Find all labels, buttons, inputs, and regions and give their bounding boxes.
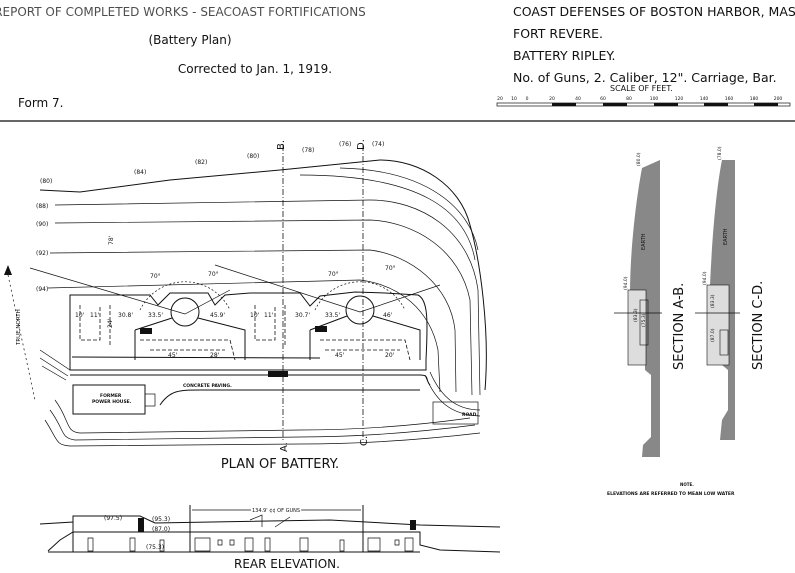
scale-tick-label: 20 bbox=[497, 96, 503, 102]
subtitle: (Battery Plan) bbox=[148, 33, 231, 47]
svg-text:70°: 70° bbox=[208, 271, 219, 278]
battery-structure bbox=[29, 264, 479, 425]
svg-text:70°: 70° bbox=[385, 265, 396, 272]
dimension-labels: 70° 70° 70° 70° 10' 11' 30.8' 33.5' 45.9… bbox=[75, 235, 396, 359]
north-arrow: TRUE NORTH bbox=[4, 265, 36, 401]
rear-elevation-title: REAR ELEVATION. bbox=[234, 557, 340, 571]
svg-text:10': 10' bbox=[75, 312, 85, 319]
svg-text:(83.3): (83.3) bbox=[710, 294, 716, 308]
svg-text:30.7': 30.7' bbox=[295, 312, 310, 319]
svg-text:(92): (92) bbox=[36, 250, 48, 257]
section-a-b: (80.0) (94.0) (83.3) (75.3) EARTH SECTIO… bbox=[614, 152, 687, 457]
section-c-d-title: SECTION C-D. bbox=[751, 281, 766, 370]
note-title: NOTE. bbox=[680, 482, 694, 487]
svg-text:(82): (82) bbox=[195, 159, 207, 166]
scale-tick-label: 20 bbox=[549, 96, 555, 102]
svg-text:11': 11' bbox=[264, 312, 274, 319]
svg-text:(75.3): (75.3) bbox=[146, 544, 164, 551]
scale-tick-label: 60 bbox=[600, 96, 606, 102]
guns-spacing: 134.9' ¢¢ OF GUNS bbox=[252, 508, 300, 514]
svg-text:(84): (84) bbox=[134, 169, 146, 176]
svg-text:(78): (78) bbox=[302, 147, 314, 154]
svg-text:(94.0): (94.0) bbox=[623, 276, 629, 290]
fort-name: FORT REVERE. bbox=[513, 26, 603, 41]
svg-text:78': 78' bbox=[108, 235, 115, 245]
svg-text:(87.0): (87.0) bbox=[710, 328, 716, 342]
corrected-date: Corrected to Jan. 1, 1919. bbox=[178, 62, 332, 76]
road bbox=[432, 401, 479, 425]
svg-text:70°: 70° bbox=[150, 273, 161, 280]
scale-title: SCALE OF FEET. bbox=[610, 84, 673, 93]
svg-text:10': 10' bbox=[250, 312, 260, 319]
svg-text:(74): (74) bbox=[372, 141, 384, 148]
section-c-d: (78.0) (94.0) (83.3) (87.0) EARTH SECTIO… bbox=[695, 146, 766, 440]
scale-tick-label: 10 bbox=[511, 96, 517, 102]
true-north-label: TRUE NORTH bbox=[16, 309, 22, 346]
scale-tick-label: 100 bbox=[650, 96, 659, 102]
svg-text:28': 28' bbox=[210, 352, 220, 359]
svg-text:(88): (88) bbox=[36, 203, 48, 210]
svg-text:33.5': 33.5' bbox=[325, 312, 340, 319]
section-mark-a: A. bbox=[279, 442, 290, 452]
scale-bar bbox=[496, 102, 791, 107]
armament: No. of Guns, 2. Caliber, 12". Carriage, … bbox=[513, 70, 777, 85]
road-label: ROAD. bbox=[462, 412, 478, 418]
svg-text:(87.0): (87.0) bbox=[152, 526, 170, 533]
plan-contours bbox=[39, 159, 487, 447]
svg-text:EARTH: EARTH bbox=[723, 228, 729, 245]
concrete-paving-label: CONCRETE PAVING. bbox=[183, 383, 232, 389]
battery-name: BATTERY RIPLEY. bbox=[513, 48, 615, 63]
svg-text:(78.0): (78.0) bbox=[717, 146, 723, 160]
scale-tick-label: 80 bbox=[626, 96, 632, 102]
svg-text:(90): (90) bbox=[36, 221, 48, 228]
scale-tick-label: 180 bbox=[750, 96, 759, 102]
svg-text:(94.0): (94.0) bbox=[702, 271, 708, 285]
svg-text:(80): (80) bbox=[247, 153, 259, 160]
svg-text:(83.3): (83.3) bbox=[633, 308, 639, 322]
svg-text:11': 11' bbox=[90, 312, 100, 319]
form-number: Form 7. bbox=[18, 96, 64, 110]
report-title: REPORT OF COMPLETED WORKS - SEACOAST FOR… bbox=[0, 5, 366, 19]
section-mark-b: B. bbox=[276, 140, 287, 150]
power-house-label-1: FORMER bbox=[100, 393, 122, 399]
svg-text:EARTH: EARTH bbox=[641, 233, 647, 250]
svg-text:33.5': 33.5' bbox=[148, 312, 163, 319]
svg-text:(97.5): (97.5) bbox=[104, 515, 122, 522]
rear-elevation: 134.9' ¢¢ OF GUNS (97.5) (95.3) (87.0) (… bbox=[39, 505, 501, 553]
section-a-b-title: SECTION A-B. bbox=[672, 283, 687, 370]
scale-tick-label: 0 bbox=[526, 96, 529, 102]
svg-text:20': 20' bbox=[385, 352, 395, 359]
defenses-title: COAST DEFENSES OF BOSTON HARBOR, MASS. bbox=[513, 4, 795, 19]
svg-text:(75.3): (75.3) bbox=[641, 313, 647, 327]
scale-tick-label: 120 bbox=[675, 96, 684, 102]
section-mark-d: D. bbox=[356, 139, 367, 150]
power-house-label-2: POWER HOUSE. bbox=[92, 399, 132, 405]
svg-text:(95.3): (95.3) bbox=[152, 516, 170, 523]
svg-text:45': 45' bbox=[168, 352, 178, 359]
svg-text:(76): (76) bbox=[339, 141, 351, 148]
scale-tick-label: 200 bbox=[774, 96, 783, 102]
svg-text:70°: 70° bbox=[328, 271, 339, 278]
note-text: ELEVATIONS ARE REFERRED TO MEAN LOW WATE… bbox=[607, 491, 735, 497]
svg-text:(94): (94) bbox=[36, 286, 48, 293]
section-mark-c: C. bbox=[359, 436, 370, 446]
svg-text:24': 24' bbox=[107, 318, 114, 328]
contour-labels: (80) (84) (82) (80) (78) (76) (74) (88) … bbox=[36, 141, 384, 293]
svg-text:46': 46' bbox=[383, 312, 393, 319]
scale-tick-label: 40 bbox=[575, 96, 581, 102]
svg-text:(80.0): (80.0) bbox=[636, 152, 642, 166]
scale-tick-label: 140 bbox=[700, 96, 709, 102]
svg-text:30.8': 30.8' bbox=[118, 312, 133, 319]
svg-text:(80): (80) bbox=[40, 178, 52, 185]
scale-tick-label: 160 bbox=[725, 96, 734, 102]
svg-text:45.9': 45.9' bbox=[210, 312, 225, 319]
svg-text:45': 45' bbox=[335, 352, 345, 359]
plan-title: PLAN OF BATTERY. bbox=[221, 457, 339, 472]
